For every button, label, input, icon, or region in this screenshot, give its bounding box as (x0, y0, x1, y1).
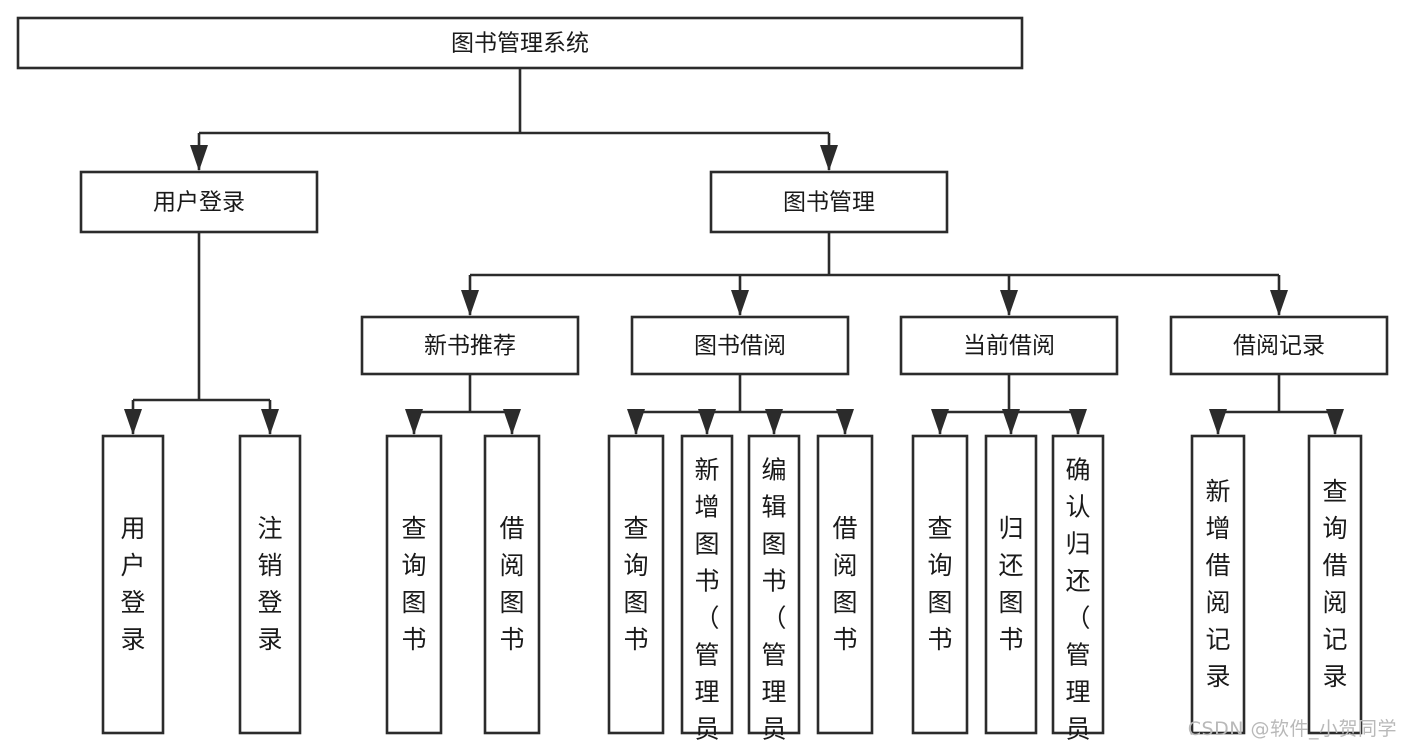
leaf-node-3-借阅图书[interactable]: 借阅图书 (483, 434, 541, 735)
leaf-label: 用户登录 (120, 514, 145, 654)
node-layer: 图书管理系统用户登录图书管理新书推荐图书借阅当前借阅借阅记录用户登录注销登录查询… (16, 16, 1389, 747)
node-rect (360, 315, 580, 376)
leaf-node-11-新增借阅记录[interactable]: 新增借阅记录 (1190, 434, 1246, 735)
leaf-label: 归还图书 (998, 514, 1023, 654)
node-rect (79, 170, 319, 234)
arrow-head-icon (124, 409, 142, 435)
arrow-head-icon (1209, 409, 1227, 435)
arrow-head-icon (1069, 409, 1087, 435)
arrow-head-icon (765, 409, 783, 435)
node-root-图书管理系统[interactable]: 图书管理系统 (16, 16, 1024, 70)
arrow-head-icon (503, 409, 521, 435)
node-label: 用户登录 (153, 190, 245, 216)
arrow-head-icon (461, 290, 479, 316)
arrow-head-icon (405, 409, 423, 435)
arrow-head-icon (1270, 290, 1288, 316)
leaf-rect (1307, 434, 1363, 735)
leaf-node-5-新增图书（管理员）[interactable]: 新增图书（管理员） (680, 434, 734, 747)
leaf-label: 查询图书 (623, 514, 648, 654)
leaf-node-12-查询借阅记录[interactable]: 查询借阅记录 (1307, 434, 1363, 735)
node-l3-当前借阅[interactable]: 当前借阅 (899, 315, 1119, 376)
leaf-node-8-查询图书[interactable]: 查询图书 (911, 434, 969, 735)
arrow-head-icon (1326, 409, 1344, 435)
leaf-label: 确认归还（管理员） (1065, 456, 1090, 747)
node-rect (630, 315, 850, 376)
arrow-head-icon (820, 145, 838, 171)
leaf-node-6-编辑图书（管理员）[interactable]: 编辑图书（管理员） (747, 434, 801, 747)
node-l3-新书推荐[interactable]: 新书推荐 (360, 315, 580, 376)
leaf-label: 查询借阅记录 (1322, 477, 1347, 691)
leaf-rect (238, 434, 302, 735)
node-rect (1169, 315, 1389, 376)
leaf-rect (1190, 434, 1246, 735)
arrow-head-icon (627, 409, 645, 435)
node-rect (899, 315, 1119, 376)
leaf-label: 注销登录 (257, 514, 282, 654)
arrow-head-icon (731, 290, 749, 316)
leaf-node-1-注销登录[interactable]: 注销登录 (238, 434, 302, 735)
node-l2-用户登录[interactable]: 用户登录 (79, 170, 319, 234)
leaf-label: 查询图书 (927, 514, 952, 654)
arrow-head-icon (190, 145, 208, 171)
leaf-label: 借阅图书 (499, 514, 524, 654)
leaf-rect (607, 434, 665, 735)
leaf-node-10-确认归还（管理员）[interactable]: 确认归还（管理员） (1051, 434, 1105, 747)
node-rect (16, 16, 1024, 70)
arrow-head-icon (698, 409, 716, 435)
arrow-head-icon (1000, 290, 1018, 316)
node-label: 图书借阅 (694, 333, 786, 359)
node-label: 当前借阅 (963, 333, 1055, 359)
leaf-rect (816, 434, 874, 735)
leaf-rect (101, 434, 165, 735)
leaf-rect (984, 434, 1038, 735)
leaf-label: 新增借阅记录 (1205, 477, 1230, 691)
arrow-head-icon (1002, 409, 1020, 435)
leaf-node-2-查询图书[interactable]: 查询图书 (385, 434, 443, 735)
leaf-rect (747, 434, 801, 735)
arrow-head-icon (261, 409, 279, 435)
leaf-rect (1051, 434, 1105, 735)
node-label: 图书管理 (783, 190, 875, 216)
leaf-node-0-用户登录[interactable]: 用户登录 (101, 434, 165, 735)
node-label: 图书管理系统 (451, 31, 589, 57)
arrow-head-icon (931, 409, 949, 435)
leaf-node-7-借阅图书[interactable]: 借阅图书 (816, 434, 874, 735)
node-l2-图书管理[interactable]: 图书管理 (709, 170, 949, 234)
leaf-label: 查询图书 (401, 514, 426, 654)
leaf-label: 编辑图书（管理员） (761, 456, 786, 747)
leaf-label: 借阅图书 (832, 514, 857, 654)
node-label: 借阅记录 (1233, 333, 1325, 359)
leaf-rect (911, 434, 969, 735)
node-l3-图书借阅[interactable]: 图书借阅 (630, 315, 850, 376)
leaf-label: 新增图书（管理员） (694, 456, 719, 747)
node-l3-借阅记录[interactable]: 借阅记录 (1169, 315, 1389, 376)
connector-layer (124, 68, 1344, 435)
leaf-node-9-归还图书[interactable]: 归还图书 (984, 434, 1038, 735)
node-label: 新书推荐 (424, 333, 516, 359)
leaf-rect (483, 434, 541, 735)
leaf-rect (680, 434, 734, 735)
leaf-node-4-查询图书[interactable]: 查询图书 (607, 434, 665, 735)
leaf-rect (385, 434, 443, 735)
node-rect (709, 170, 949, 234)
arrow-head-icon (836, 409, 854, 435)
